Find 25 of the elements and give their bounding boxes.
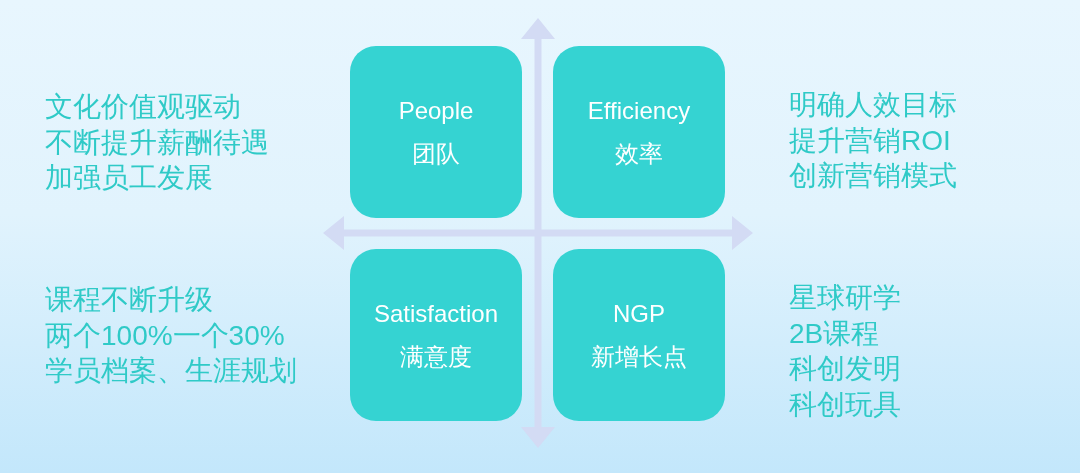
point-text: 提升营销ROI (789, 126, 951, 155)
point-text: 科创玩具 (789, 390, 901, 419)
point-text: 明确人效目标 (789, 91, 957, 119)
point-text: 2B课程 (789, 319, 880, 348)
quadrant-subtitle: 团队 (412, 139, 460, 169)
quadrant-subtitle: 满意度 (400, 342, 472, 372)
quadrant-title: NGP (613, 299, 665, 329)
quadrant-card (553, 46, 725, 218)
point-text: 课程不断升级 (45, 286, 213, 314)
quadrant-card (350, 249, 522, 421)
point-text: 两个100%一个30% (45, 321, 285, 350)
point-text: 学员档案、生涯规划 (45, 357, 297, 386)
point-text: 创新营销模式 (789, 162, 957, 191)
quadrant-title: Satisfaction (373, 299, 499, 329)
quadrant-subtitle: 效率 (615, 139, 663, 169)
point-text: 不断提升薪酬待遇 (45, 128, 269, 157)
quadrant-subtitle: 新增长点 (591, 342, 687, 372)
quadrant-title: Efficiency (587, 96, 691, 126)
quadrant-title: People (398, 96, 474, 126)
quadrant-card (350, 46, 522, 218)
point-text: 文化价值观驱动 (45, 93, 241, 121)
point-text: 科创发明 (789, 355, 901, 384)
point-text: 星球研学 (789, 284, 901, 312)
quadrant-card (553, 249, 725, 421)
point-text: 加强员工发展 (45, 164, 213, 193)
